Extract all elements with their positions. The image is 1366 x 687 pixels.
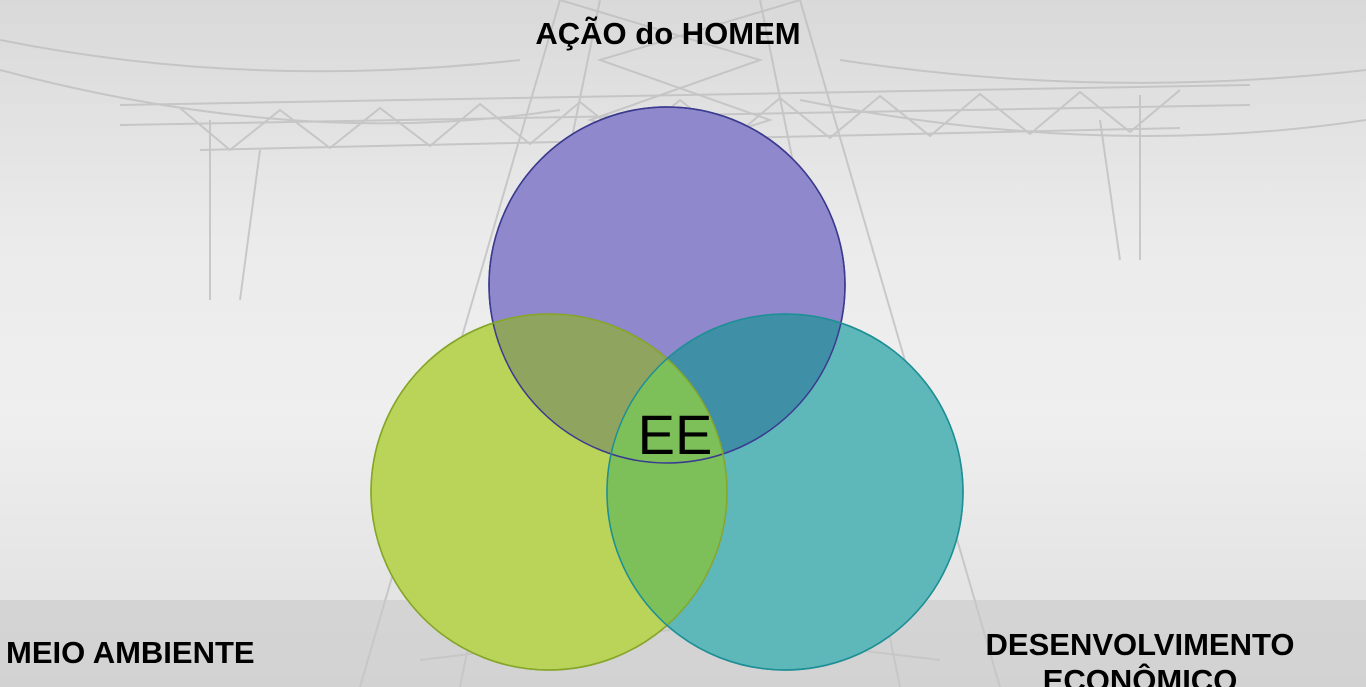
label-desenvolvimento-economico: DESENVOLVIMENTO ECONÔMICO: [920, 627, 1360, 687]
label-line-1: DESENVOLVIMENTO: [985, 627, 1295, 662]
label-acao-do-homem: AÇÃO do HOMEM: [535, 16, 801, 51]
label-meio-ambiente: MEIO AMBIENTE: [6, 635, 255, 670]
center-label: EE: [637, 403, 713, 466]
overlap-bottom-center: [607, 314, 727, 670]
label-line-2: ECONÔMICO: [1042, 663, 1238, 687]
